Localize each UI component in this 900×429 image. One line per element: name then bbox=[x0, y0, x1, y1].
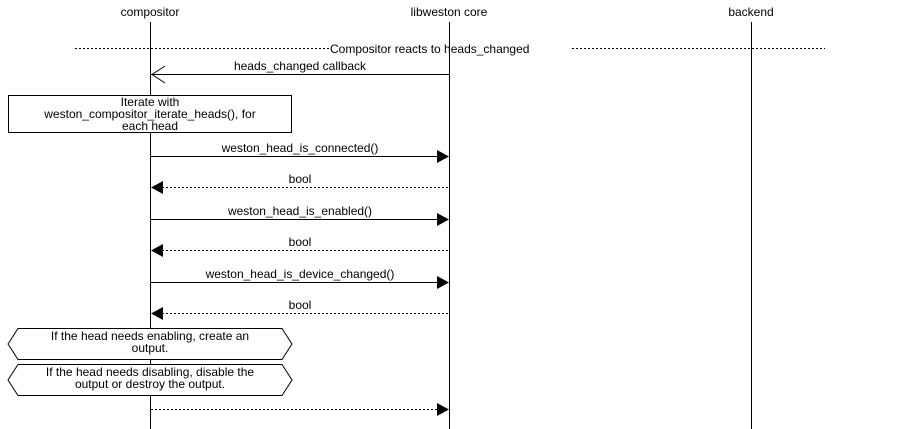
arrowhead-filled-weston-head-is-device-changed bbox=[437, 276, 449, 289]
note-line-iterate-1: Iterate with bbox=[121, 95, 180, 109]
arrowhead-filled-weston-head-is-enabled bbox=[437, 213, 449, 226]
comment-line-enable-2: output. bbox=[132, 341, 169, 355]
message-label-weston-head-is-connected: weston_head_is_connected() bbox=[221, 141, 379, 155]
comment-line-enable-1: If the head needs enabling, create an bbox=[51, 329, 249, 343]
arrowhead-filled-bool-return-device-changed bbox=[151, 307, 163, 320]
note-line-iterate-2: weston_compositor_iterate_heads(), for bbox=[43, 107, 255, 121]
arrowhead-filled-final-return bbox=[437, 403, 449, 416]
message-label-weston-head-is-device-changed: weston_head_is_device_changed() bbox=[205, 267, 395, 281]
arrowhead-filled-weston-head-is-connected bbox=[437, 150, 449, 163]
comment-line-disable-2: output or destroy the output. bbox=[75, 377, 225, 391]
participant-label-compositor: compositor bbox=[121, 5, 180, 19]
message-label-heads-changed-callback: heads_changed callback bbox=[234, 59, 367, 73]
note-line-iterate-3: each head bbox=[122, 119, 178, 133]
message-label-bool-return-enabled: bool bbox=[289, 235, 312, 249]
arrowhead-open-heads-changed-callback bbox=[151, 65, 166, 84]
comment-shape-enable bbox=[7, 328, 293, 360]
message-label-weston-head-is-enabled: weston_head_is_enabled() bbox=[227, 204, 372, 218]
message-label-bool-return-connected: bool bbox=[289, 172, 312, 186]
message-label-bool-return-device-changed: bool bbox=[289, 298, 312, 312]
arrowhead-filled-bool-return-enabled bbox=[151, 244, 163, 257]
divider-label: Compositor reacts to heads_changed bbox=[330, 42, 529, 56]
participant-label-backend: backend bbox=[728, 5, 773, 19]
comment-line-disable-1: If the head needs disabling, disable the bbox=[46, 365, 254, 379]
note-box-iterate-note bbox=[8, 95, 292, 133]
participant-label-libweston-core: libweston core bbox=[411, 5, 488, 19]
comment-shape-disable bbox=[7, 364, 293, 396]
arrowhead-filled-bool-return-connected bbox=[151, 181, 163, 194]
